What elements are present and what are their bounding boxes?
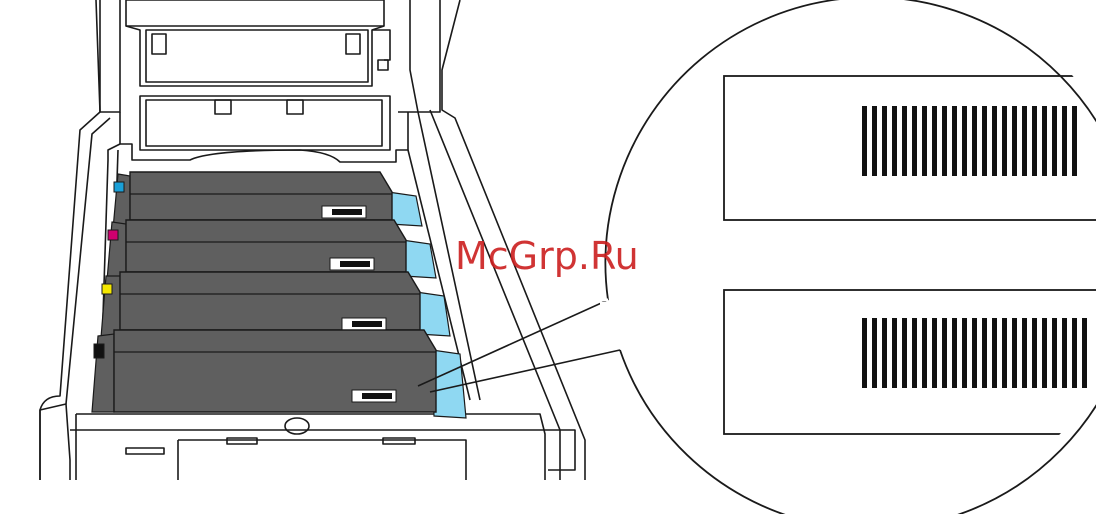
barcode-bar	[862, 318, 867, 388]
barcode-bar	[912, 106, 917, 176]
barcode-lower	[862, 318, 1087, 388]
barcode-bar	[1012, 106, 1017, 176]
label-barcode-magenta	[340, 261, 370, 267]
barcode-bar	[932, 106, 937, 176]
barcode-bar	[922, 318, 927, 388]
barcode-bar	[862, 106, 867, 176]
colour-marker-cyan	[114, 182, 124, 192]
barcode-bar	[1042, 318, 1047, 388]
barcode-bar	[1012, 318, 1017, 388]
barcode-bar	[892, 318, 897, 388]
drum-tab-black	[432, 350, 466, 418]
toner-cartridge-black	[92, 330, 466, 418]
barcode-bar	[1052, 318, 1057, 388]
barcode-bar	[1022, 318, 1027, 388]
barcode-bar	[1052, 106, 1057, 176]
barcode-bar	[972, 318, 977, 388]
barcode-bar	[942, 318, 947, 388]
toner-cartridges	[92, 172, 466, 418]
barcode-bar	[922, 106, 927, 176]
barcode-bar	[952, 318, 957, 388]
watermark-text: McGrp.Ru	[455, 234, 639, 278]
barcode-bar	[1062, 318, 1067, 388]
barcode-bar	[952, 106, 957, 176]
barcode-bar	[982, 318, 987, 388]
barcode-bar	[982, 106, 987, 176]
callout-magnifier	[600, 0, 1096, 514]
barcode-bar	[882, 106, 887, 176]
barcode-bar	[872, 318, 877, 388]
barcode-bar	[962, 318, 967, 388]
barcode-bar	[932, 318, 937, 388]
barcode-bar	[942, 106, 947, 176]
colour-marker-yellow	[102, 284, 112, 294]
barcode-bar	[1032, 318, 1037, 388]
barcode-bar	[1062, 106, 1067, 176]
barcode-bar	[972, 106, 977, 176]
barcode-bar	[1032, 106, 1037, 176]
barcode-bar	[882, 318, 887, 388]
colour-marker-black	[94, 344, 104, 358]
barcode-bar	[902, 106, 907, 176]
barcode-bar	[1072, 318, 1077, 388]
colour-marker-magenta	[108, 230, 118, 240]
top-cover	[100, 0, 440, 162]
label-barcode-black	[362, 393, 392, 399]
barcode-bar	[902, 318, 907, 388]
barcode-bar	[962, 106, 967, 176]
barcode-bar	[992, 318, 997, 388]
barcode-bar	[1072, 106, 1077, 176]
label-barcode-cyan	[332, 209, 362, 215]
barcode-bar	[1022, 106, 1027, 176]
barcode-bar	[992, 106, 997, 176]
barcode-bar	[1082, 318, 1087, 388]
barcode-bar	[1002, 318, 1007, 388]
label-barcode-yellow	[352, 321, 382, 327]
barcode-bar	[872, 106, 877, 176]
barcode-bar	[912, 318, 917, 388]
barcode-bar	[1042, 106, 1047, 176]
barcode-bar	[1002, 106, 1007, 176]
barcode-bar	[892, 106, 897, 176]
